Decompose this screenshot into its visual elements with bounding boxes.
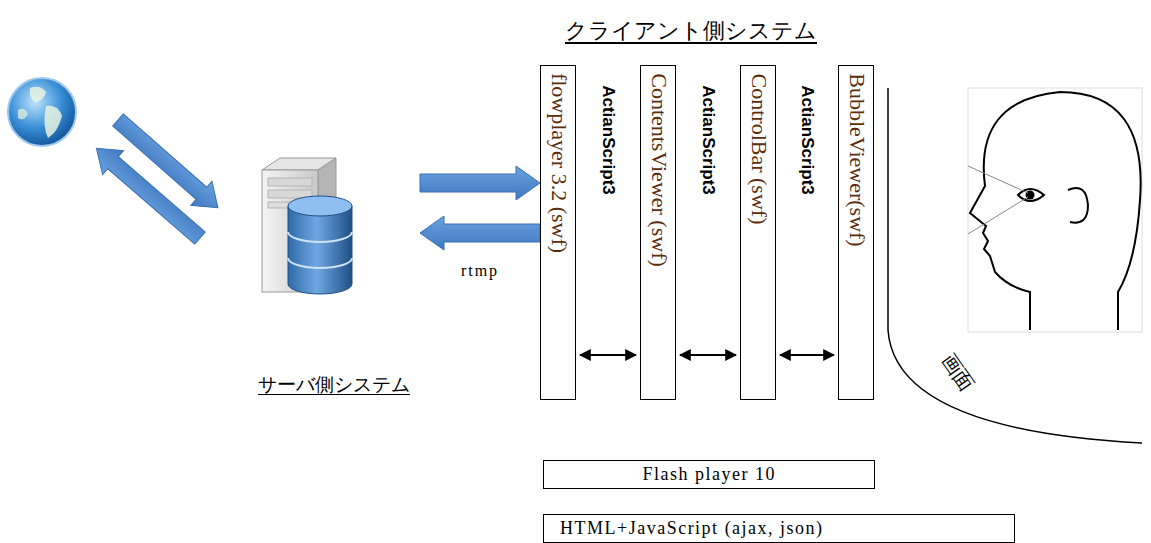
system-caption: サーバ側システム bbox=[258, 372, 410, 398]
api-arrow bbox=[680, 354, 736, 356]
platform-box: Flash player 10 bbox=[543, 460, 875, 489]
interface-label: ActianScript3 bbox=[600, 85, 617, 195]
globe-icon bbox=[8, 78, 76, 146]
server-system: サーバ側システム bbox=[255, 150, 420, 400]
network-arrow bbox=[86, 108, 229, 250]
swf-module-box: ContentsViewer (swf) bbox=[640, 65, 676, 400]
viewer-head bbox=[968, 88, 1142, 332]
platform-name: Flash player 10 bbox=[643, 464, 776, 486]
stream-arrow bbox=[420, 166, 540, 200]
group-heading: クライアント側システム bbox=[565, 20, 817, 42]
module-name: flowplayer 3.2 (swf) bbox=[548, 73, 570, 253]
swf-module-box: ControlBar (swf) bbox=[740, 65, 776, 400]
swf-module-box: BubbleViewer(swf) bbox=[838, 65, 874, 400]
interface-label: ActianScript3 bbox=[799, 85, 816, 195]
stream-arrow bbox=[420, 216, 540, 250]
screen-label: 画面 bbox=[938, 350, 977, 394]
api-arrow bbox=[780, 354, 834, 356]
screen-line bbox=[888, 88, 1142, 443]
module-name: ContentsViewer (swf) bbox=[648, 73, 670, 267]
protocol-label: rtmp bbox=[461, 263, 499, 279]
module-name: BubbleViewer(swf) bbox=[846, 73, 868, 246]
server-icon bbox=[262, 158, 352, 294]
platform-box: HTML+JavaScript (ajax, json) bbox=[543, 514, 1015, 543]
platform-name: HTML+JavaScript (ajax, json) bbox=[560, 518, 824, 540]
swf-module-box: flowplayer 3.2 (swf) bbox=[540, 65, 576, 400]
interface-label: ActianScript3 bbox=[700, 85, 717, 195]
api-arrow bbox=[580, 354, 636, 356]
module-name: ControlBar (swf) bbox=[748, 73, 770, 224]
